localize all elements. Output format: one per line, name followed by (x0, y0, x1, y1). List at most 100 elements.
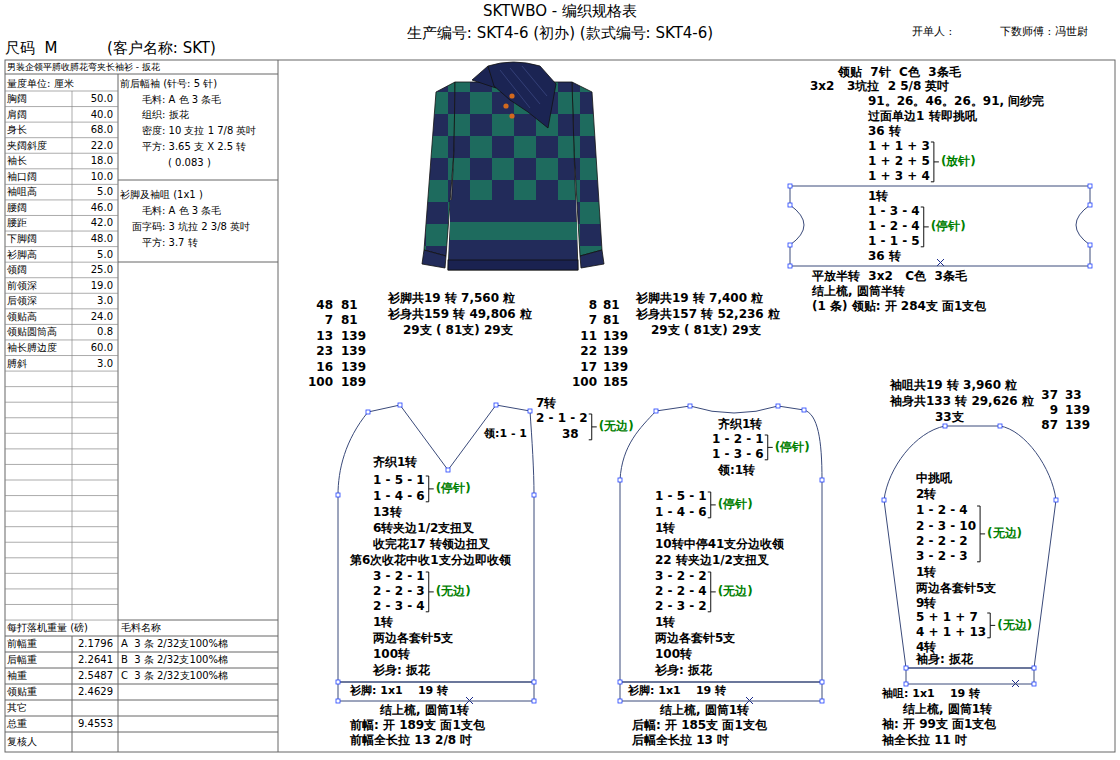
knit-instruction: 1转 (655, 616, 675, 630)
knit-instruction: 1 + 2 + 5 (868, 155, 930, 169)
rib-band (620, 682, 822, 701)
spec-table-cell: 袖咀高 (7, 186, 37, 198)
table-rule (5, 557, 118, 558)
spec-table-cell: 男装企领平膊收膊花弯夹长袖衫 - 扳花 (7, 62, 160, 72)
knit-instruction: 91。26。46。26。91, 间纱完 (868, 95, 1044, 109)
knit-instruction: 衫身: 扳花 (373, 664, 430, 678)
sheet-title: SKTWBO - 编织规格表 (483, 3, 637, 20)
knit-instruction: 衫身共157 转 52,236 粒 (636, 308, 780, 322)
knit-instruction: 袖咀共19 转 3,960 粒 (890, 379, 1017, 393)
knit-instruction: 1 + 3 + 4 (868, 170, 930, 184)
table-rule (5, 262, 118, 263)
spec-table-cell: 前幅重 (7, 638, 37, 650)
cut-marks (466, 259, 1019, 704)
spec-table-cell: 2.2641 (78, 654, 113, 666)
spec-table-cell: 2.1796 (78, 638, 113, 650)
knit-instruction: 1 - 4 - 6 (373, 490, 425, 504)
knit-instruction: 100 (572, 376, 597, 390)
knit-instruction: 袖: 开 99支 面1支包 (882, 718, 996, 732)
knit-instruction: 16 (316, 361, 333, 375)
knit-instruction: 7 (589, 314, 597, 328)
rib-band (906, 668, 1034, 684)
vertex-mark (618, 478, 622, 482)
collar-rib (500, 66, 547, 108)
table-rule (5, 573, 118, 574)
vertex-mark (532, 493, 536, 497)
table-rule (5, 293, 118, 294)
spec-table-cell: 46.0 (91, 202, 113, 214)
table-rule (118, 262, 278, 263)
bracket (987, 613, 995, 638)
vertex-mark (820, 699, 824, 703)
table-rule (5, 246, 118, 247)
knit-instruction: 袖身共133 转 29,626 粒 (890, 395, 1034, 409)
spec-table-cell: 量度单位: 厘米 (7, 78, 74, 90)
spec-table-cell: 3.0 (97, 295, 113, 307)
table-rule (5, 511, 118, 512)
knit-instruction: 100转 (373, 648, 410, 662)
spec-table-cell: 总重 (7, 718, 27, 730)
spec-table-cell: 夹阔斜度 (7, 140, 47, 152)
table-rule (5, 184, 118, 185)
table-rule (5, 324, 118, 325)
knit-instruction: 139 (341, 361, 366, 375)
knit-instruction: 139 (603, 361, 628, 375)
knit-instruction: 7 (325, 314, 333, 328)
knit-instruction: 7转 (536, 397, 556, 411)
knit-instruction: 81 (341, 314, 358, 328)
bracket-note: (停针) (931, 220, 966, 234)
knit-instruction: 结上梳, 圆筒1转 (660, 704, 749, 718)
vertex-mark (494, 403, 498, 407)
vertex-mark (532, 699, 536, 703)
knit-instruction: 1 - 3 - 4 (868, 205, 920, 219)
knit-instruction: 3 - 2 - 2 (655, 570, 707, 584)
table-rule (5, 620, 118, 621)
spec-table-cell: 0.8 (97, 326, 113, 338)
knit-instruction: 3 - 2 - 3 (916, 550, 968, 564)
knit-instruction: 领贴 7针 C色 3条毛 (838, 66, 961, 80)
vertex-mark (820, 680, 824, 684)
knit-instruction: 齐织1转 (718, 418, 762, 432)
spec-table-cell: 60.0 (91, 342, 113, 354)
cross-mark (937, 259, 944, 266)
knit-instruction: 结上梳, 圆筒1转 (903, 703, 992, 717)
vertex-mark (820, 478, 824, 482)
table-rule (5, 137, 118, 138)
stripe (450, 222, 577, 240)
bracket-note: (无边) (599, 420, 634, 434)
bracket (708, 572, 716, 612)
table-rule (5, 91, 118, 92)
vertex-mark (802, 408, 806, 412)
spec-table-cell: 5.0 (97, 249, 113, 261)
bracket (589, 414, 597, 440)
vertex-mark (618, 680, 622, 684)
spec-table-cell: 2.5487 (78, 670, 113, 682)
knit-instruction: 81 (603, 314, 620, 328)
knit-instruction: 10转中停41支分边收领 (655, 538, 784, 552)
vertex-mark (1088, 264, 1092, 268)
knit-instruction: 29支 ( 81支) 29支 (651, 324, 761, 338)
spec-table-cell: 9.4553 (78, 718, 113, 730)
table-rule (5, 355, 118, 356)
spec-table-cell: 下脚阔 (7, 233, 37, 245)
table-rule (5, 732, 278, 733)
spec-table-cell: 前领深 (7, 280, 37, 292)
table-rule (5, 526, 118, 527)
vertex-mark (336, 699, 340, 703)
knit-instruction: 前幅: 开 189支 面1支包 (350, 719, 485, 733)
bracket-note: (停针) (775, 441, 810, 455)
spec-table-cell: 42.0 (91, 217, 113, 229)
spec-table-cell: 每打落机重量 (磅) (7, 622, 88, 634)
table-rule (5, 433, 118, 434)
spec-table-cell: 组织: 扳花 (142, 109, 189, 121)
table-rule (5, 636, 278, 637)
knit-instruction: 139 (341, 330, 366, 344)
spec-table-cell: 胸阔 (7, 93, 27, 105)
knit-instruction: 齐织1转 (373, 456, 417, 470)
knit-instruction: 33 (1065, 389, 1082, 403)
knit-instruction: 衫脚共19 转 7,400 粒 (636, 292, 763, 306)
spec-table-cell: 10.0 (91, 171, 113, 183)
table-rule (118, 620, 278, 621)
bracket (426, 572, 434, 612)
knit-instruction: 1 + 1 + 3 (868, 140, 930, 154)
